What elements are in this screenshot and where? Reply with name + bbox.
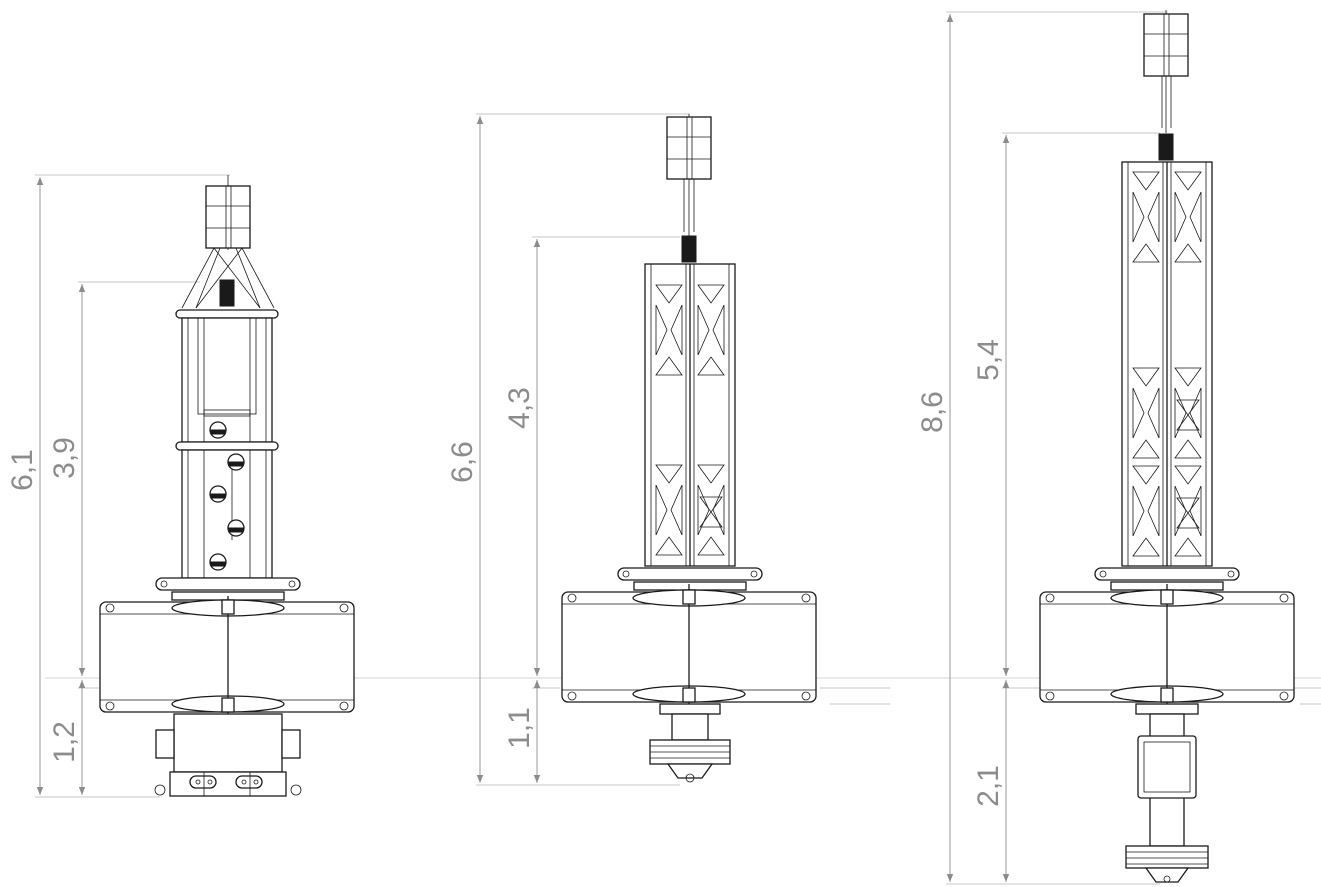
tripod-small xyxy=(181,247,275,309)
tower-medium xyxy=(644,263,736,567)
buoy-large-dimensions: 8,6 5,4 2,1 xyxy=(916,11,1321,885)
lantern-medium xyxy=(681,235,697,263)
buoy-large: 8,6 5,4 2,1 xyxy=(916,10,1321,885)
dim-below-waterline-large: 2,1 xyxy=(972,765,1005,807)
buoy-small: 6,1 3,9 1,2 xyxy=(6,174,355,798)
topmark-small xyxy=(205,175,251,250)
lantern-small xyxy=(219,279,235,307)
buoy-small-dimensions: 6,1 3,9 1,2 xyxy=(6,174,230,798)
dim-above-waterline-medium: 4,3 xyxy=(503,387,536,429)
tower-large xyxy=(1121,161,1213,567)
buoy-medium: 6,6 4,3 1,1 xyxy=(446,113,890,786)
buoy-medium-dimensions: 6,6 4,3 1,1 xyxy=(446,113,890,786)
hatches-small xyxy=(209,421,245,571)
dim-above-waterline-small: 3,9 xyxy=(48,437,81,479)
tower-upper-small xyxy=(181,317,273,443)
topmark-large xyxy=(1143,10,1189,133)
lantern-large xyxy=(1158,133,1174,161)
dim-overall-height-large: 8,6 xyxy=(916,391,949,433)
counterweight-medium xyxy=(649,703,731,783)
dim-below-waterline-small: 1,2 xyxy=(48,721,81,763)
dim-overall-height-small: 6,1 xyxy=(6,449,39,491)
dim-above-waterline-large: 5,4 xyxy=(972,339,1005,381)
dim-below-waterline-medium: 1,1 xyxy=(503,707,536,749)
dim-overall-height-medium: 6,6 xyxy=(446,441,479,483)
topmark-medium xyxy=(666,114,712,237)
counterweight-large xyxy=(1125,703,1209,883)
float-large xyxy=(1039,584,1295,712)
tower-lower-small xyxy=(181,449,273,579)
float-small xyxy=(99,596,355,716)
counterweight-small xyxy=(154,713,302,797)
float-medium xyxy=(561,584,817,712)
